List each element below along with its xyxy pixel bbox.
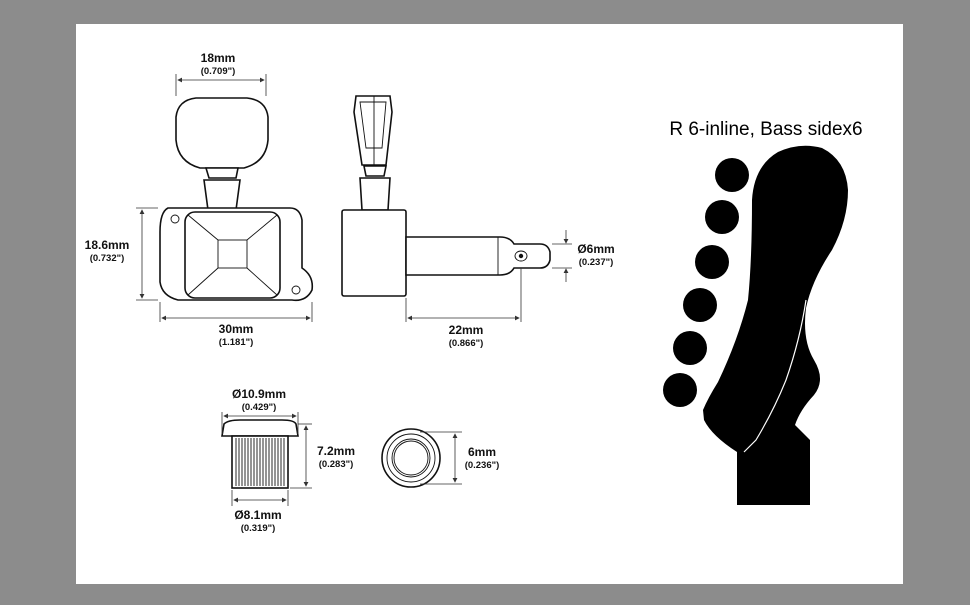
headstock-fretboard-line: [743, 299, 807, 453]
bushing: [221, 419, 299, 489]
tuner-peg-6: [663, 373, 697, 407]
bushing-flange-inch: (0.429"): [242, 402, 277, 413]
bushing-height-inch: (0.283"): [319, 459, 354, 470]
tuner-housing-side: [341, 209, 407, 297]
tuner-peg-4: [683, 288, 717, 322]
button-width-mm: 18mm: [201, 51, 236, 65]
dim-post-length: 22mm (0.866"): [405, 268, 522, 349]
housing-height-inch: (0.732"): [90, 253, 125, 264]
washer: [381, 428, 441, 488]
post-length-inch: (0.866"): [449, 338, 484, 349]
mounting-hole-bottom: [291, 285, 301, 295]
tuner-peg-3: [695, 245, 729, 279]
post-diameter-mm: Ø6mm: [577, 242, 614, 256]
bushing-height-mm: 7.2mm: [317, 444, 355, 458]
dim-button-width: 18mm (0.709"): [175, 51, 267, 96]
dim-bushing-flange: Ø10.9mm (0.429"): [221, 387, 299, 434]
tuner-peg-2: [705, 200, 739, 234]
tuner-button: [175, 97, 269, 169]
tuner-peg-5: [673, 331, 707, 365]
string-post: [405, 236, 551, 276]
headstock-silhouette: [703, 145, 848, 505]
button-width-inch: (0.709"): [201, 66, 236, 77]
tuner-front-view: [159, 97, 314, 302]
bushing-diameter-mm: Ø8.1mm: [234, 508, 281, 522]
post-diameter-inch: (0.237"): [579, 257, 614, 268]
housing-width-mm: 30mm: [219, 322, 254, 336]
dim-bushing-diameter: Ø8.1mm (0.319"): [231, 490, 289, 534]
headstock-title: R 6-inline, Bass sidex6: [669, 119, 862, 140]
dim-post-diameter: Ø6mm (0.237"): [552, 230, 615, 282]
tuner-button-side: [353, 95, 393, 166]
housing-width-inch: (1.181"): [219, 337, 254, 348]
bushing-flange: [221, 419, 299, 437]
tuner-shaft: [204, 167, 239, 179]
tuner-peg-1: [715, 158, 749, 192]
tuner-side-view: [341, 95, 551, 297]
dim-bushing-height: 7.2mm (0.283"): [290, 423, 355, 489]
mounting-hole-top: [170, 214, 180, 224]
post-length-mm: 22mm: [449, 323, 484, 337]
headstock: [663, 145, 848, 505]
bushing-diameter-inch: (0.319"): [241, 523, 276, 534]
dim-housing-height: 18.6mm (0.732"): [85, 207, 158, 301]
dim-housing-width: 30mm (1.181"): [159, 302, 313, 348]
housing-height-mm: 18.6mm: [85, 238, 130, 252]
washer-mm: 6mm: [468, 445, 496, 459]
washer-inch: (0.236"): [465, 460, 500, 471]
bushing-flange-mm: Ø10.9mm: [232, 387, 286, 401]
string-hole: [514, 250, 528, 262]
dim-washer: 6mm (0.236"): [420, 431, 500, 485]
